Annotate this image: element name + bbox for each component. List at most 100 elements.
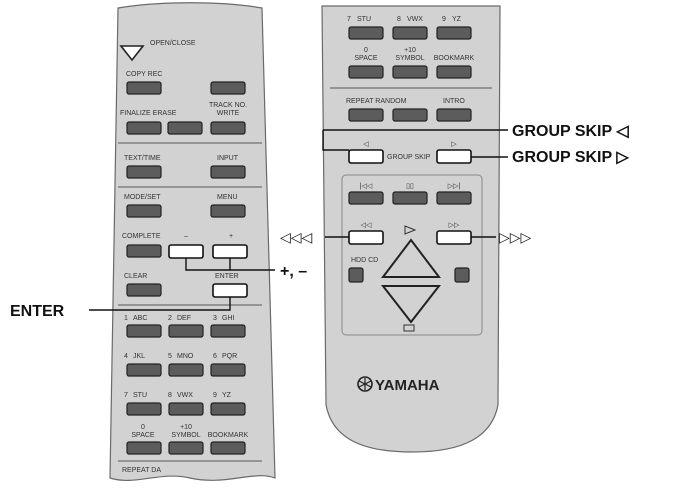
erase-button[interactable] <box>167 121 203 135</box>
yamaha-brand: YAMAHA <box>375 377 440 394</box>
enter-button[interactable] <box>212 283 248 298</box>
menu-button[interactable] <box>210 204 246 218</box>
r-bookmark-label: BOOKMARK <box>434 55 475 62</box>
fast-forward-button[interactable] <box>436 230 472 245</box>
mode-set-label: MODE/SET <box>124 194 161 201</box>
key-3-button[interactable] <box>210 324 246 338</box>
right-remote: 7 STU 8 VWX 9 YZ 0 +10 SPACE SYMBOL BOOK… <box>321 5 501 453</box>
r-symbol-label: SYMBOL <box>395 55 424 62</box>
complete-label: COMPLETE <box>122 233 161 240</box>
group-skip-prev-button[interactable] <box>348 149 384 164</box>
skip-forward-button[interactable] <box>436 191 472 205</box>
finalize-button[interactable] <box>126 121 162 135</box>
input-button[interactable] <box>210 165 246 179</box>
menu-label: MENU <box>217 194 238 201</box>
group-skip-next-glyph: ▷ <box>451 141 457 148</box>
clear-label: CLEAR <box>124 273 147 280</box>
key-4-label: 4 <box>124 353 128 360</box>
key-1-letters: ABC <box>133 315 147 322</box>
symbol-label: SYMBOL <box>171 432 200 439</box>
space-button[interactable] <box>126 441 162 455</box>
skip-next-callout: ▷▷▷ <box>499 229 532 245</box>
minus-button[interactable] <box>168 244 204 259</box>
space-label: SPACE <box>131 432 155 439</box>
down-arrow-button[interactable] <box>380 285 442 324</box>
rewind-icon: ◁◁ <box>361 222 372 229</box>
complete-button[interactable] <box>126 244 162 258</box>
play-icon <box>404 225 417 235</box>
r-key-8-button[interactable] <box>392 26 428 40</box>
r-plus-ten-label: +10 <box>404 47 416 54</box>
plus-ten-label: +10 <box>180 424 192 431</box>
r-symbol-button[interactable] <box>392 65 428 79</box>
track-no-label: TRACK NO. <box>209 102 247 109</box>
input-label: INPUT <box>217 155 239 162</box>
key-2-button[interactable] <box>168 324 204 338</box>
key-7-letters: STU <box>133 392 147 399</box>
key-4-letters: JKL <box>133 353 145 360</box>
skip-back-button[interactable] <box>348 191 384 205</box>
r-key-7-button[interactable] <box>348 26 384 40</box>
track-no-write-button-top[interactable] <box>210 81 246 95</box>
key-8-button[interactable] <box>168 402 204 416</box>
r-key-9-button[interactable] <box>436 26 472 40</box>
yamaha-logo-icon <box>357 376 373 392</box>
key-5-letters: MNO <box>177 353 194 360</box>
r-key-7-letters: STU <box>357 16 371 23</box>
open-close-icon[interactable] <box>119 45 145 62</box>
group-skip-label: GROUP SKIP <box>387 154 431 161</box>
transport-panel <box>341 174 483 336</box>
enter-callout-line <box>89 297 231 311</box>
key-8-letters: VWX <box>177 392 193 399</box>
cd-button[interactable] <box>454 267 470 283</box>
bookmark-button[interactable] <box>210 441 246 455</box>
key-5-button[interactable] <box>168 363 204 377</box>
fast-forward-icon: ▷▷ <box>449 222 460 229</box>
finalize-erase-label: FINALIZE ERASE <box>120 110 177 117</box>
key-5-label: 5 <box>168 353 172 360</box>
repeat-button[interactable] <box>348 108 384 122</box>
group-skip-prev-glyph: ◁ <box>363 141 369 148</box>
r-key-9-label: 9 <box>442 16 446 23</box>
key-3-letters: GHI <box>222 315 235 322</box>
enter-label: ENTER <box>215 273 239 280</box>
group-skip-prev-callout: GROUP SKIP ◁ <box>512 123 629 140</box>
key-9-letters: YZ <box>222 392 232 399</box>
copy-rec-button[interactable] <box>126 81 162 95</box>
key-9-button[interactable] <box>210 402 246 416</box>
key-6-label: 6 <box>213 353 217 360</box>
r-key-8-letters: VWX <box>407 16 423 23</box>
clear-button[interactable] <box>126 283 162 297</box>
bookmark-label: BOOKMARK <box>208 432 249 439</box>
repeat-random-label: REPEAT RANDOM <box>346 98 407 105</box>
group-skip-next-button[interactable] <box>436 149 472 164</box>
key-2-letters: DEF <box>177 315 191 322</box>
write-label: WRITE <box>217 110 240 117</box>
up-arrow-button[interactable] <box>380 238 442 278</box>
r-space-button[interactable] <box>348 65 384 79</box>
intro-button[interactable] <box>436 108 472 122</box>
plus-button[interactable] <box>212 244 248 259</box>
text-time-button[interactable] <box>126 165 162 179</box>
key-6-button[interactable] <box>210 363 246 377</box>
symbol-button[interactable] <box>168 441 204 455</box>
hdd-cd-label: HDD CD <box>351 257 378 264</box>
track-no-write-button[interactable] <box>210 121 246 135</box>
hdd-button[interactable] <box>348 267 364 283</box>
r-key-9-letters: YZ <box>452 16 462 23</box>
key-4-button[interactable] <box>126 363 162 377</box>
key-7-button[interactable] <box>126 402 162 416</box>
rewind-button[interactable] <box>348 230 384 245</box>
text-time-label: TEXT/TIME <box>124 155 161 162</box>
r-key-7-label: 7 <box>347 16 351 23</box>
key-1-button[interactable] <box>126 324 162 338</box>
key-7-label: 7 <box>124 392 128 399</box>
mode-set-button[interactable] <box>126 204 162 218</box>
r-bookmark-button[interactable] <box>436 65 472 79</box>
enter-callout: ENTER <box>10 303 65 320</box>
pause-button[interactable] <box>392 191 428 205</box>
key-6-letters: PQR <box>222 353 237 360</box>
skip-back-icon: |◁◁ <box>360 183 373 190</box>
random-button[interactable] <box>392 108 428 122</box>
